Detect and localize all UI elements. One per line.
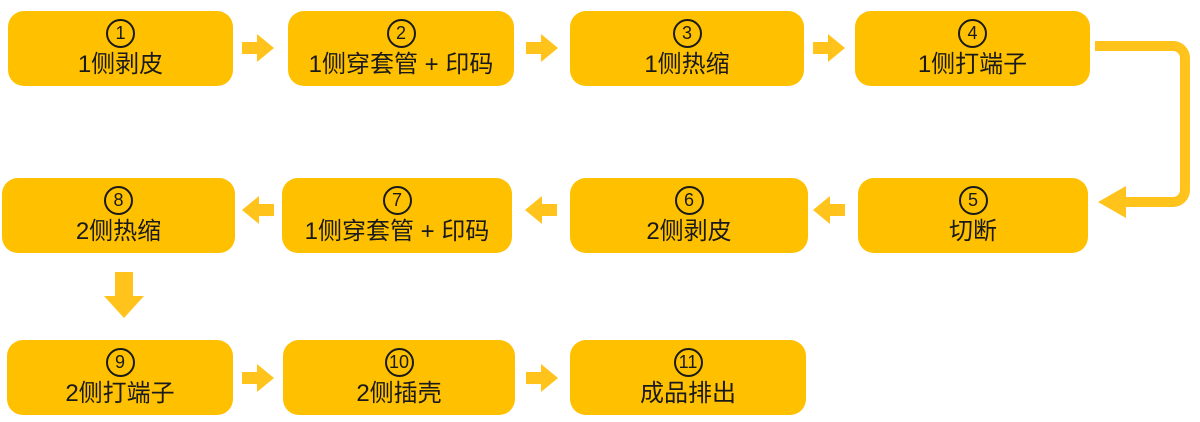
step-number-badge: 11 (673, 347, 703, 377)
step-label: 切断 (949, 217, 997, 245)
step-box-9: 9 2侧打端子 (7, 340, 233, 415)
step-box-7: 7 1侧穿套管 + 印码 (282, 178, 512, 253)
step-number-badge: 10 (384, 347, 414, 377)
step-label: 2侧热缩 (75, 217, 162, 245)
step-number-badge: 5 (958, 185, 988, 215)
step-box-5: 5 切断 (858, 178, 1088, 253)
arrow-right-icon (526, 364, 558, 392)
step-box-3: 3 1侧热缩 (570, 11, 804, 86)
step-number-badge: 1 (106, 18, 135, 48)
step-box-4: 4 1侧打端子 (855, 11, 1090, 86)
elbow-connector-icon (1090, 30, 1200, 225)
step-number-badge: 8 (104, 185, 133, 215)
step-number-badge: 7 (382, 185, 412, 215)
step-label: 1侧穿套管 + 印码 (308, 50, 494, 78)
step-label: 1侧剥皮 (77, 50, 164, 78)
step-label: 2侧打端子 (65, 379, 175, 407)
step-label: 成品排出 (640, 379, 736, 407)
arrow-right-icon (242, 364, 274, 392)
step-number-badge: 9 (105, 347, 135, 377)
step-label: 1侧热缩 (644, 50, 730, 78)
step-number-badge: 4 (958, 18, 987, 48)
step-label: 2侧剥皮 (646, 217, 732, 245)
step-box-8: 8 2侧热缩 (2, 178, 235, 253)
arrow-down-icon (104, 272, 144, 318)
arrow-right-icon (813, 34, 845, 62)
step-label: 1侧打端子 (917, 50, 1028, 78)
arrow-left-icon (813, 196, 845, 224)
step-label: 2侧插壳 (356, 379, 442, 407)
arrow-right-icon (242, 34, 274, 62)
step-box-1: 1 1侧剥皮 (8, 11, 233, 86)
step-box-11: 11 成品排出 (570, 340, 806, 415)
step-box-6: 6 2侧剥皮 (570, 178, 808, 253)
step-box-10: 10 2侧插壳 (283, 340, 515, 415)
arrow-left-icon (525, 196, 557, 224)
arrow-left-icon (242, 196, 274, 224)
step-label: 1侧穿套管 + 印码 (304, 217, 490, 245)
step-number-badge: 3 (672, 18, 702, 48)
step-box-2: 2 1侧穿套管 + 印码 (288, 11, 514, 86)
step-number-badge: 2 (386, 18, 416, 48)
arrow-right-icon (526, 34, 558, 62)
step-number-badge: 6 (674, 185, 704, 215)
